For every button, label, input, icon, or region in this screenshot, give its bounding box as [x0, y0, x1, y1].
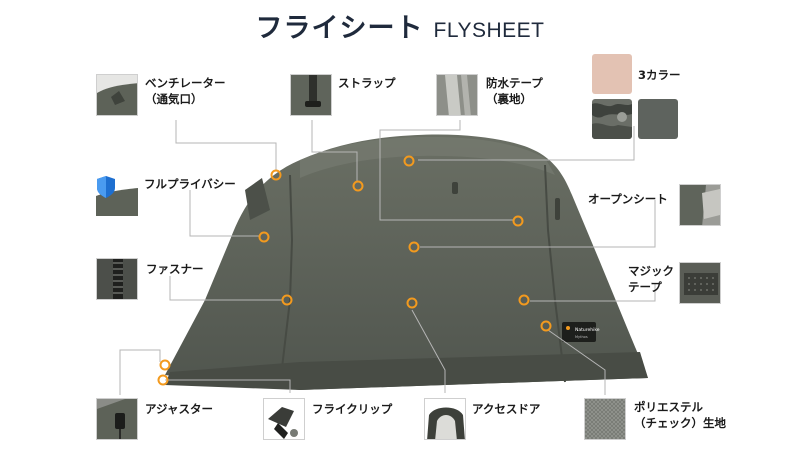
callout-markers — [157, 155, 552, 386]
marker-polyester — [540, 320, 552, 332]
marker-zipper — [281, 294, 293, 306]
marker-access-door — [406, 297, 418, 309]
marker-waterproof-tape — [512, 215, 524, 227]
zipper-label: ファスナー — [146, 262, 204, 276]
open-sheet-photo-icon — [679, 184, 721, 226]
ventilator-label-line2: （通気口） — [145, 91, 203, 106]
page-title: フライシート FLYSHEET — [0, 6, 800, 45]
access-door-photo-icon — [424, 398, 466, 440]
velcro-photo-icon — [679, 262, 721, 304]
waterproof-tape-label-line1: 防水テープ — [486, 76, 543, 90]
fabric-photo-icon — [584, 398, 626, 440]
brand-label-patch — [562, 322, 596, 342]
privacy-shield-icon — [96, 174, 138, 216]
polyester-label-line2: （チェック）生地 — [634, 415, 726, 430]
adjuster-label: アジャスター — [145, 402, 213, 416]
clip-photo-icon — [263, 398, 305, 440]
marker-ventilator — [270, 169, 282, 181]
adjuster-photo-icon — [96, 398, 138, 440]
marker-magic-tape — [518, 294, 530, 306]
polyester-label-line1: ポリエステル — [634, 400, 703, 414]
colors-label: 3カラー — [638, 68, 681, 82]
title-english: FLYSHEET — [433, 19, 545, 42]
ventilator-label-line1: ベンチレーター — [145, 76, 226, 90]
tent-body — [165, 134, 648, 390]
color-swatch-camo — [592, 99, 632, 139]
waterproof-tape-photo-icon — [436, 74, 478, 116]
marker-fly-clip — [157, 374, 169, 386]
marker-strap — [352, 180, 364, 192]
waterproof-tape-label-line2: （裏地） — [486, 91, 532, 106]
color-swatch-olive — [638, 99, 678, 139]
brand-label-line1: Naturehike — [575, 327, 600, 333]
ventilator-photo-icon — [96, 74, 138, 116]
marker-adjuster — [159, 359, 171, 371]
magic-tape-label-line1: マジック — [628, 264, 674, 278]
magic-tape-label-line2: テープ — [628, 279, 662, 294]
strap-label: ストラップ — [338, 76, 396, 90]
title-japanese: フライシート — [255, 13, 424, 44]
full-privacy-label: フルプライバシー — [144, 177, 236, 191]
polyester-label: ポリエステル （チェック）生地 — [634, 400, 726, 431]
access-door-label: アクセスドア — [472, 402, 541, 416]
ventilator-label: ベンチレーター （通気口） — [145, 76, 226, 107]
magic-tape-label: マジック テープ — [628, 264, 674, 295]
color-swatch-beige — [592, 54, 632, 94]
strap-photo-icon — [290, 74, 332, 116]
open-sheet-label: オープンシート — [588, 192, 668, 206]
waterproof-tape-label: 防水テープ （裏地） — [486, 76, 543, 107]
fly-clip-label: フライクリップ — [312, 402, 393, 416]
zipper-photo-icon — [96, 258, 138, 300]
leader-lines — [119, 120, 656, 395]
marker-full-privacy — [258, 231, 270, 243]
brand-label-line2: Mythos — [575, 335, 588, 339]
marker-open-sheet — [408, 241, 420, 253]
marker-colors — [403, 155, 415, 167]
